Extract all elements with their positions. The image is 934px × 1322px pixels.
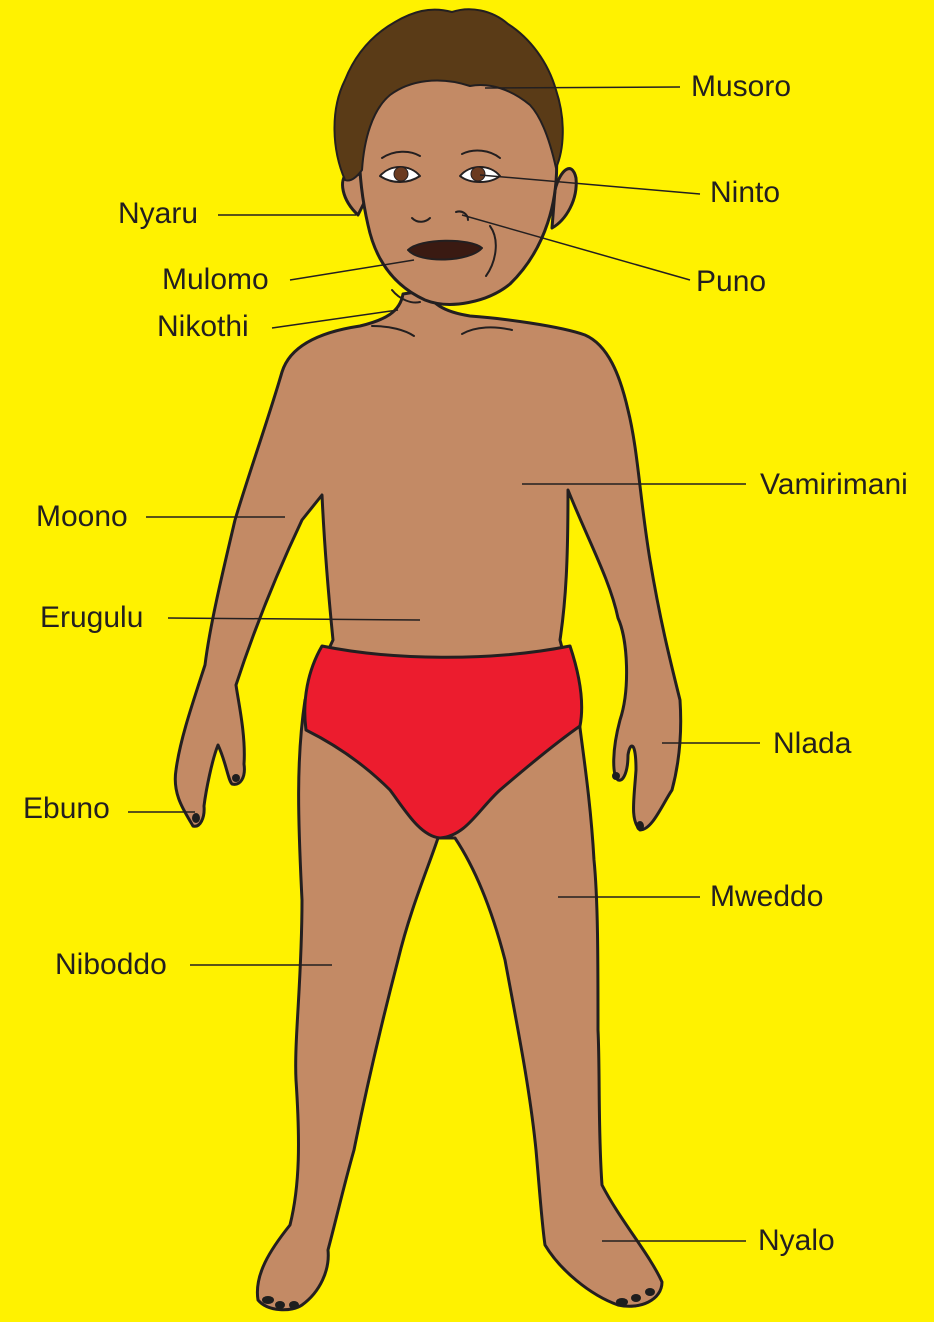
label-leg: Mweddo: [710, 880, 823, 914]
label-neck: Nikothi: [157, 310, 249, 344]
label-knee: Niboddo: [55, 948, 167, 982]
label-belly: Erugulu: [40, 601, 143, 635]
left-pupil: [394, 167, 408, 181]
right-pupil: [471, 167, 485, 181]
label-mouth: Mulomo: [162, 263, 269, 297]
label-head: Musoro: [691, 70, 791, 104]
leader-head: [485, 87, 680, 88]
label-arm: Moono: [36, 500, 128, 534]
label-hand: Nlada: [773, 727, 851, 761]
label-chest: Vamirimani: [760, 468, 908, 502]
label-ear: Nyaru: [118, 197, 198, 231]
label-cheek: Puno: [696, 265, 766, 299]
label-finger: Ebuno: [23, 792, 110, 826]
label-foot: Nyalo: [758, 1224, 835, 1258]
label-nose: Ninto: [710, 176, 780, 210]
